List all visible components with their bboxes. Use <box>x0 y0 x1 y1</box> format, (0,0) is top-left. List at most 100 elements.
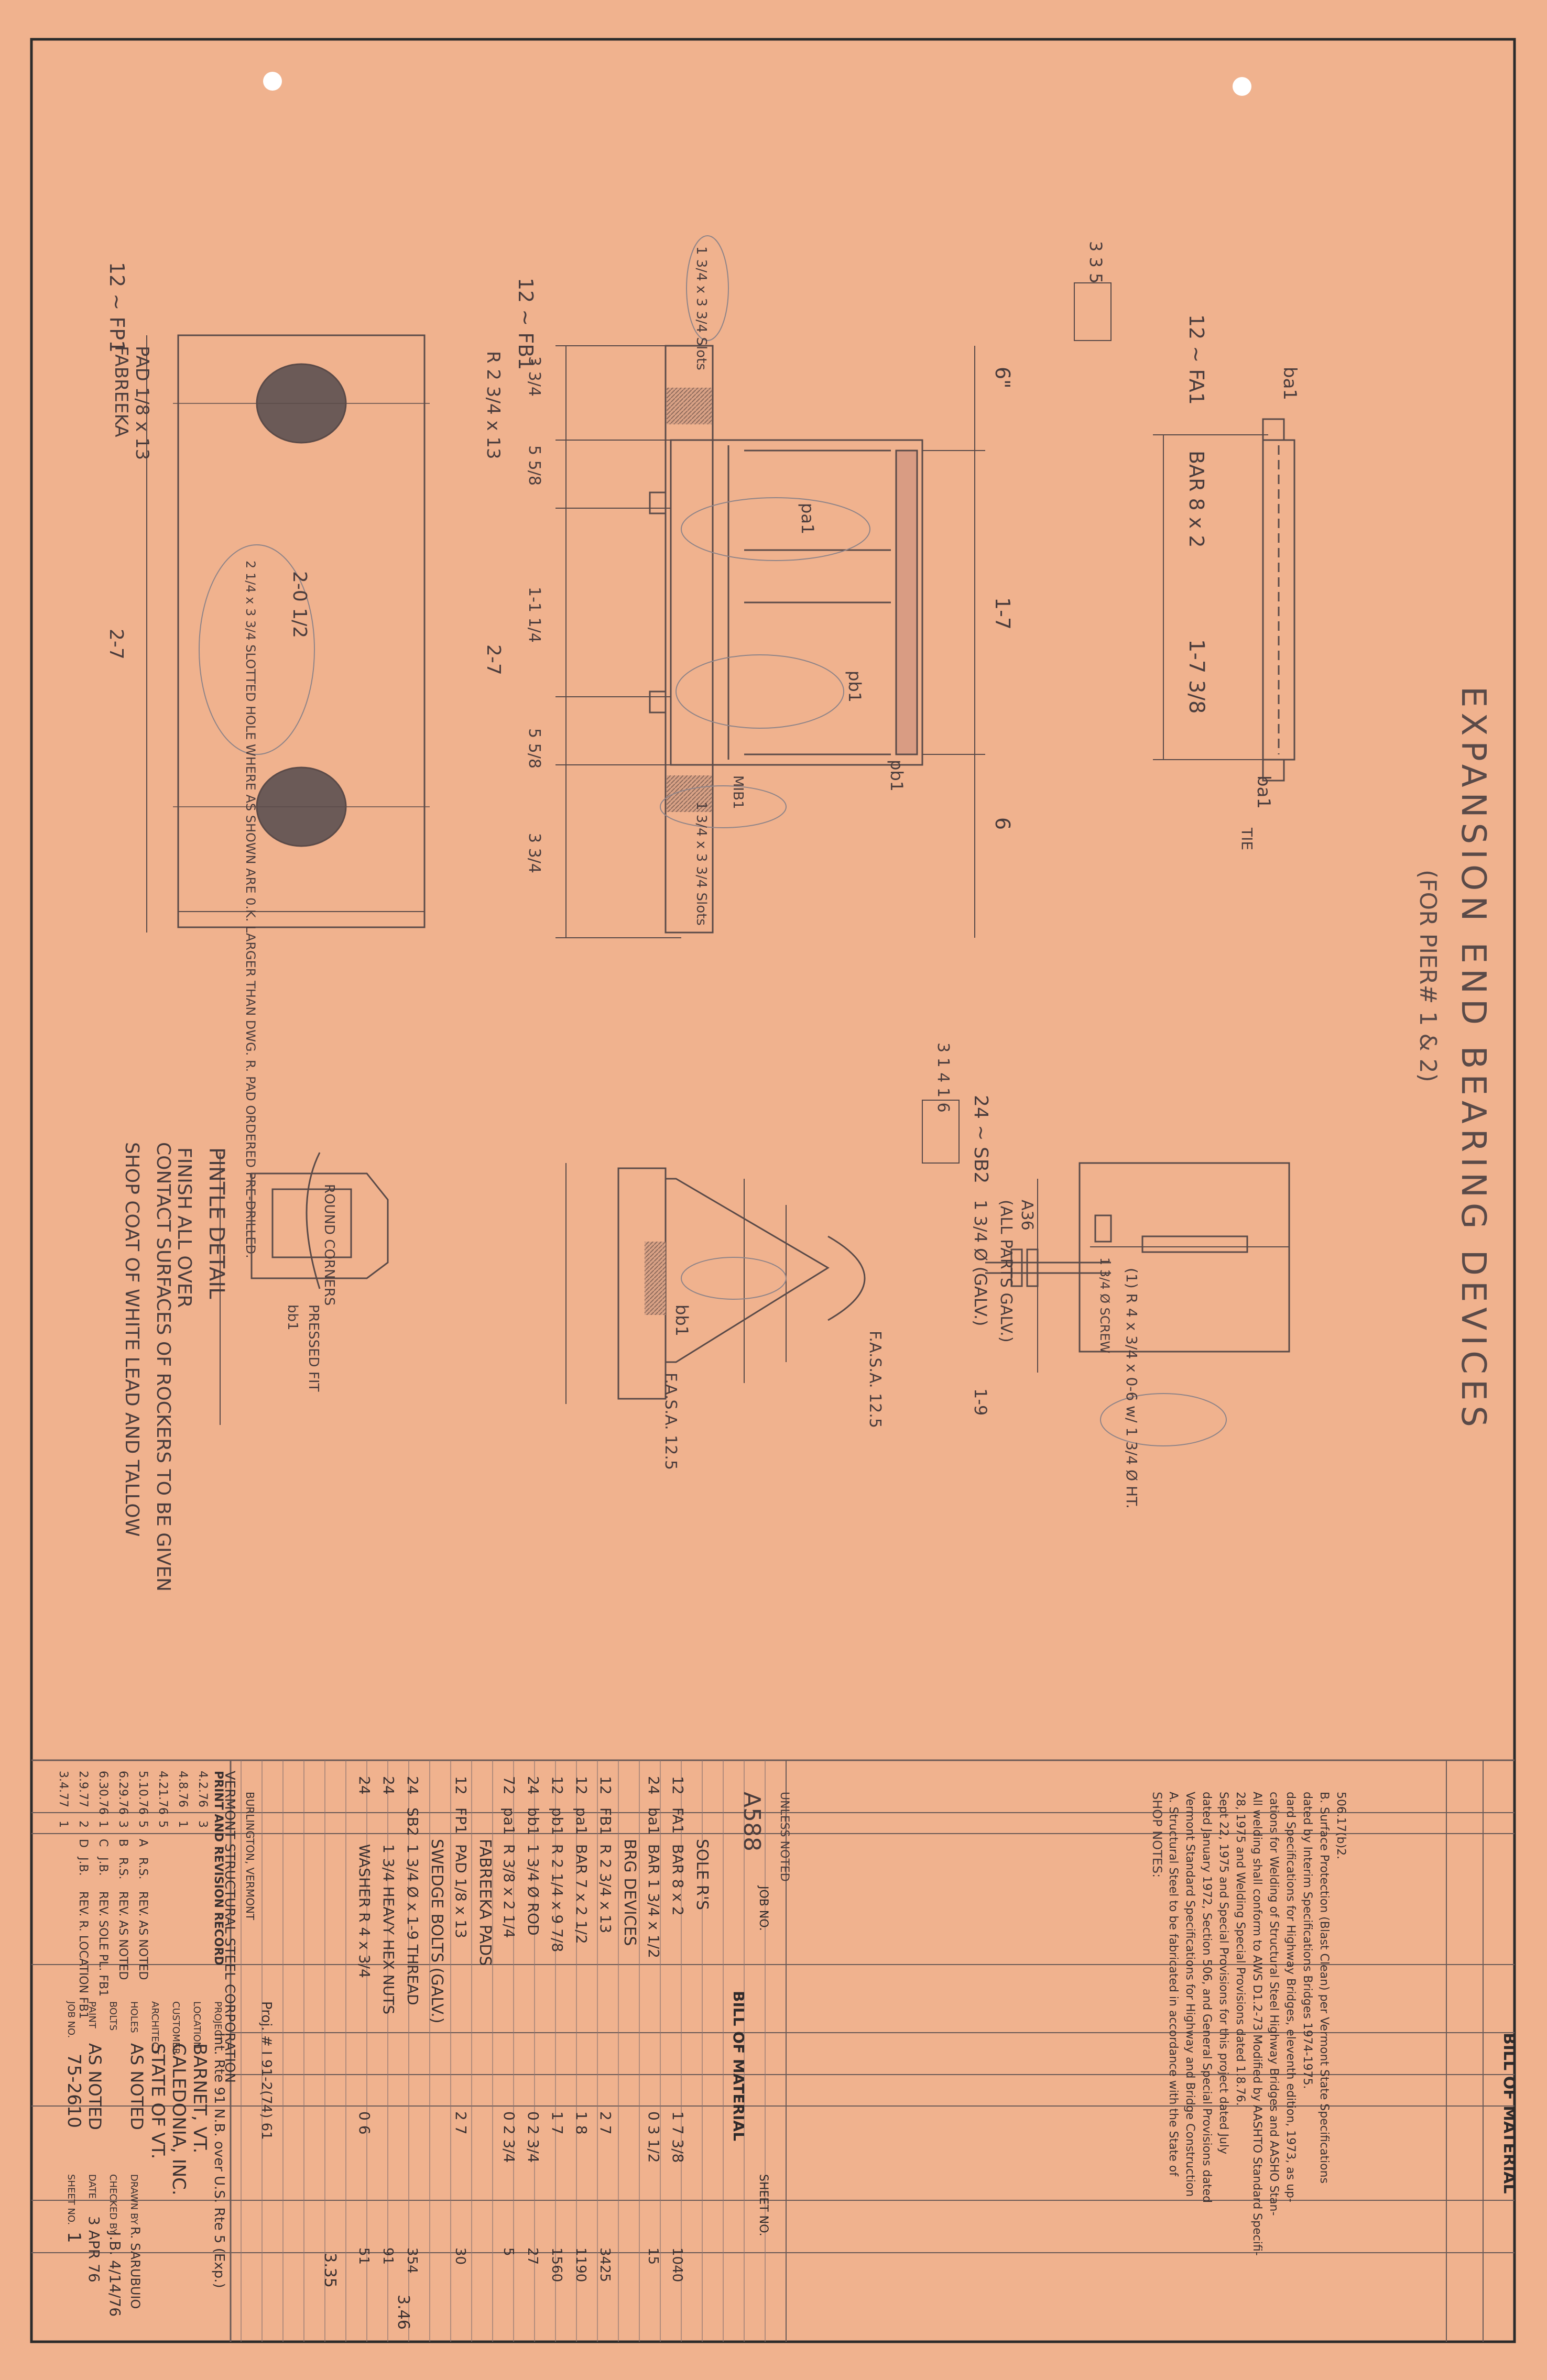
revision-date: 6.29.76 <box>116 1771 129 1815</box>
bom-weight: 27 <box>525 2247 540 2265</box>
dim-3-3-4-b: 3 3/4 <box>525 833 543 873</box>
title-block-field: 1 <box>63 2232 84 2243</box>
sheet-label: SHEET NO. <box>66 2174 77 2225</box>
sole-bar-labels: 12 ~ FA1 BAR 8 x 2 1-7 3/8 <box>1184 314 1208 714</box>
bom-sheet-no-label: SHEET NO. <box>757 2174 770 2236</box>
pad-slot-note: 2 1/4 x 3 3/4 SLOTTED HOLE WHERE AS SHOW… <box>243 561 258 1258</box>
bom-group-label: FABREEKA PADS <box>476 1839 494 1966</box>
title-block-field: CHECKED BY <box>107 2174 118 2235</box>
location-label: LOCATION <box>191 2001 202 2049</box>
rocker-fasa-2: F.A.S.A. 12.5 <box>661 1373 680 1470</box>
revision-print: 2 <box>77 1820 90 1828</box>
bom-pieces: 12 <box>669 1776 687 1795</box>
label-pad: PAD 1/8 x 13 <box>132 346 152 460</box>
bom-description: R 2 3/4 x 13 <box>597 1844 614 1933</box>
checked-by-value: J.B. 4/14/76 <box>106 2231 124 2317</box>
title-block-field: VERMONT STRUCTURAL STEEL CORPORATION <box>222 1771 237 2083</box>
bom-description: 1 3/4 Ø x 1-9 THREAD <box>404 1844 421 2005</box>
dim-6-top: 6" <box>991 367 1014 389</box>
bom-description: 1 3/4 HEAVY HEX NUTS <box>380 1844 397 2014</box>
revision-print: 3 <box>196 1820 209 1828</box>
bom-group-label: BRG DEVICES <box>620 1839 639 1946</box>
pa1-callout: pa1 <box>798 503 818 534</box>
bom-pieces: 24 <box>645 1776 662 1795</box>
bearing-right-dims: 6" 1-7 6 <box>991 367 1014 830</box>
bom-title: BILL OF MATERIAL <box>1500 2033 1518 2193</box>
drawing-title-group: EXPANSION END BEARING DEVICES (FOR PIER#… <box>1414 686 1492 1432</box>
shop-note-line: Sept 22, 1975 and Special Provisions for… <box>1217 1792 1230 2154</box>
revision-date: 3.4.77 <box>57 1771 70 1807</box>
bom-row: SOLE R'S <box>693 1839 711 1910</box>
revision-print: 1 <box>176 1820 189 1828</box>
bom-pieces: 12 <box>452 1776 470 1795</box>
bom-pieces: 12 <box>573 1776 590 1795</box>
bom-title-group: BILL OF MATERIAL <box>1500 2033 1518 2193</box>
bom-length: 2 7 <box>597 2111 614 2135</box>
revision-print: 1 <box>57 1820 70 1828</box>
anchor-mark: 24 ~ SB2 <box>970 1095 992 1183</box>
label-fa1: 12 ~ FA1 <box>1185 314 1208 405</box>
revision-date: 5.10.76 <box>136 1771 149 1815</box>
drawn-by-value: R. SARUBUIO <box>128 2227 143 2309</box>
bom-pieces: 24 <box>525 1776 542 1795</box>
revision-title: PRINT AND REVISION RECORD <box>212 1771 225 1966</box>
pintle-pressed-fit: PRESSED FIT <box>306 1304 321 1392</box>
contact-note-line1: CONTACT SURFACES OF ROCKERS TO BE GIVEN <box>152 1142 174 1592</box>
title-block-field: PAINT <box>86 2001 97 2029</box>
title-block-field: J.B. 4/14/76 <box>106 2231 124 2317</box>
pintle-pressed: PRESSED FIT bb1 <box>285 1304 321 1392</box>
pintle-labels: PINTLE DETAIL FINISH ALL OVER <box>173 1147 228 1308</box>
revision-rev: C <box>96 1839 110 1847</box>
bom-length: 0 2 3/4 <box>500 2111 518 2163</box>
pb1-callout-2: pb1 <box>887 760 907 792</box>
bom-total: 3.35 <box>321 2253 339 2288</box>
bearing-elevation <box>555 345 985 938</box>
bom-mark: pa1 <box>500 1807 518 1835</box>
bom-weight: 91 <box>380 2247 396 2265</box>
label-length: 1-7 3/8 <box>1184 639 1208 714</box>
title-block-field: CUSTOMER <box>170 2001 181 2055</box>
shop-note-line: dard Specifications for Highway Bridges,… <box>1284 1792 1297 2202</box>
bom-sub-title: BILL OF MATERIAL JOB NO. SHEET NO. <box>730 1885 770 2236</box>
bom-length: 1 7 <box>549 2111 566 2135</box>
title-block-field: BARNET, VT. <box>189 2043 210 2153</box>
anchor-holes: 3 1 4 1 6 <box>934 1043 952 1113</box>
title-block-field: Int. Rte 91 N.B. over U.S. Rte 5 (Exp.) <box>211 2033 227 2288</box>
title-block-field: LOCATION <box>191 2001 202 2049</box>
architect-value: STATE OF VT. <box>147 2043 168 2159</box>
bom-weight: 30 <box>452 2247 468 2265</box>
pad-plan <box>146 334 430 933</box>
shop-note-line: B. Surface Protection (Blast Clean) per … <box>1317 1792 1331 2184</box>
bolts-label: BOLTS <box>107 2001 118 2031</box>
customer-label: CUSTOMER <box>170 2001 181 2055</box>
title-block-field: BOLTS <box>107 2001 118 2031</box>
company-location: BURLINGTON, VERMONT <box>244 1792 256 1921</box>
anchor-washer-note: (1) R 4 x 3/4 x 0-6 w/ 1 3/4 Ø HT. <box>1123 1268 1140 1509</box>
revision-by: R.S. <box>136 1857 149 1879</box>
label-ba1-top: ba1 <box>1279 367 1300 400</box>
shop-note-line: All welding shall conform to AWS D1.2-73… <box>1250 1792 1263 2256</box>
title-block-field: PROJECT <box>212 2001 223 2043</box>
bom-description: R 3/8 x 2 1/4 <box>500 1844 518 1938</box>
revision-print: 5 <box>136 1820 149 1828</box>
revision-row: 4.8.761 <box>176 1771 189 1828</box>
shop-note-line: dated by Interim Specifications Bridges … <box>1301 1792 1314 2089</box>
revision-text: REV. AS NOTED <box>136 1891 149 1980</box>
revision-date: 4.2.76 <box>196 1771 209 1807</box>
date-value: 3 APR 76 <box>85 2216 103 2283</box>
label-bar: BAR 8 x 2 <box>1185 451 1208 548</box>
bom-pieces: 12 <box>597 1776 614 1795</box>
pb1-callout: pb1 <box>845 671 865 703</box>
revision-rows: PRINT AND REVISION RECORD4.2.7634.8.7614… <box>57 1771 225 2019</box>
dim-6-bottom: 6 <box>991 817 1014 830</box>
pintle-finish: FINISH ALL OVER <box>173 1147 195 1308</box>
title-block-field: Proj. # I 91-2(74) 61 <box>258 2001 274 2140</box>
pad-plan-labels: 12 ~ FP1 PAD 1/8 x 13 FABREEKA 2-7 <box>105 262 152 660</box>
